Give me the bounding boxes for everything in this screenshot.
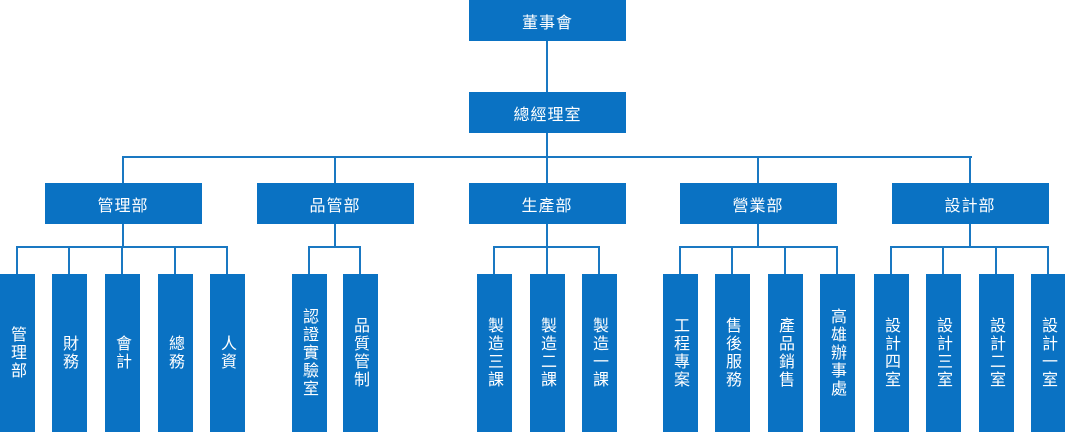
connector-unit-5-4 — [1047, 247, 1049, 274]
connector-dept-4-up — [757, 156, 759, 183]
node-unit-1-1: 管理部 — [0, 274, 35, 432]
connector-unit-1-1 — [16, 247, 18, 274]
connector-root-gm — [546, 41, 548, 92]
connector-dept-1-up — [122, 156, 124, 183]
connector-dept-1-down — [122, 224, 124, 247]
connector-unit-3-3 — [598, 247, 600, 274]
node-unit-3-3: 製造一課 — [581, 274, 617, 432]
connector-unit-5-2 — [942, 247, 944, 274]
connector-dept-5-up — [969, 156, 971, 183]
connector-unit-2-2 — [359, 247, 361, 274]
node-unit-3-2: 製造二課 — [529, 274, 565, 432]
connector-unit-bar-4 — [679, 246, 838, 248]
node-unit-5-4: 設計一室 — [1030, 274, 1065, 432]
connector-unit-1-4 — [174, 247, 176, 274]
connector-unit-1-2 — [68, 247, 70, 274]
node-unit-4-2: 售後服務 — [714, 274, 750, 432]
node-unit-5-3: 設計二室 — [978, 274, 1014, 432]
node-unit-1-3: 會計 — [104, 274, 140, 432]
connector-unit-bar-2 — [308, 246, 361, 248]
connector-unit-5-1 — [890, 247, 892, 274]
connector-gm-down — [546, 133, 548, 157]
connector-unit-3-2 — [546, 247, 548, 274]
node-unit-3-1: 製造三課 — [476, 274, 512, 432]
connector-unit-1-3 — [121, 247, 123, 274]
connector-dept-3-up — [546, 156, 548, 183]
node-department-2: 品管部 — [256, 183, 414, 224]
connector-dept-5-down — [969, 224, 971, 247]
connector-dept-2-up — [334, 156, 336, 183]
node-unit-4-3: 產品銷售 — [767, 274, 803, 432]
connector-unit-4-2 — [731, 247, 733, 274]
node-unit-2-2: 品質管制 — [342, 274, 378, 432]
connector-unit-5-3 — [995, 247, 997, 274]
node-unit-2-1: 認證實驗室 — [291, 274, 327, 432]
connector-dept-4-down — [757, 224, 759, 247]
node-unit-5-1: 設計四室 — [873, 274, 909, 432]
node-unit-1-2: 財務 — [51, 274, 87, 432]
node-general-manager-office: 總經理室 — [469, 92, 626, 133]
node-unit-5-2: 設計三室 — [925, 274, 961, 432]
connector-unit-bar-5 — [890, 246, 1049, 248]
node-unit-4-1: 工程專案 — [662, 274, 698, 432]
connector-unit-1-5 — [226, 247, 228, 274]
node-unit-1-4: 總務 — [157, 274, 193, 432]
connector-unit-4-4 — [836, 247, 838, 274]
connector-unit-4-3 — [784, 247, 786, 274]
node-unit-4-4: 高雄辦事處 — [819, 274, 855, 432]
connector-dept-2-down — [334, 224, 336, 247]
node-department-4: 營業部 — [679, 183, 837, 224]
connector-unit-4-1 — [679, 247, 681, 274]
node-unit-1-5: 人資 — [209, 274, 245, 432]
node-department-5: 設計部 — [891, 183, 1049, 224]
connector-unit-2-1 — [308, 247, 310, 274]
connector-dept-3-down — [546, 224, 548, 247]
node-board: 董事會 — [469, 0, 626, 41]
node-department-3: 生產部 — [468, 183, 626, 224]
node-department-1: 管理部 — [44, 183, 202, 224]
connector-unit-3-1 — [493, 247, 495, 274]
